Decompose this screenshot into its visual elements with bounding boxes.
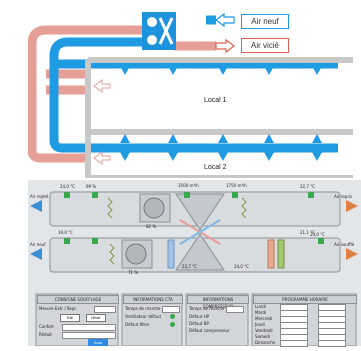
p2-title: INFORMATIONS CTA [123, 295, 183, 304]
supply-ducts [49, 15, 338, 153]
hiver-button[interactable]: Hiver [86, 314, 106, 322]
flow-top: 3500 m³/h [178, 183, 199, 188]
schedule-day-4: Vendredi [255, 328, 273, 333]
p1-title: CONSIGNE SOUFFLAGE [37, 295, 119, 304]
p4-title: PROGRAMME HORAIRE [253, 295, 357, 304]
schedule-day-2: Mercredi [255, 316, 273, 321]
temp-top-right: 22,7 °C [300, 184, 315, 189]
temp-bot-right: 24,0 °C [310, 232, 325, 237]
local2-label: Local 2 [204, 164, 227, 171]
label-air-neuf: Air neuf [30, 242, 46, 247]
temp-hx-right: 24,0 °C [234, 264, 249, 269]
temp-hx-left: 23,7 °C [182, 264, 197, 269]
temp-bot-left: 19,0 °C [58, 230, 73, 235]
p2-row1: Temps de marche [125, 306, 161, 311]
p3-row3: Défaut BP [189, 321, 209, 326]
fan-bot-pct: 71 % [128, 270, 139, 275]
schedule-day-6: Dimanche [255, 340, 276, 345]
fan-top-pct: 82 % [146, 224, 157, 229]
flow-top2: 1750 m³/h [226, 183, 247, 188]
p1-input1[interactable] [94, 306, 116, 313]
auto-toggle[interactable]: Auto [88, 339, 108, 346]
confort-input[interactable] [62, 324, 116, 331]
pct-small: 99 % [86, 184, 97, 189]
p1-row2: Confort [39, 324, 54, 329]
air-vicie-label: Air vicié [241, 38, 289, 53]
reduit-input[interactable] [62, 332, 116, 339]
schedule-day-3: Jeudi [255, 322, 265, 327]
local1-label: Local 1 [204, 97, 227, 104]
p3-row1: Temps de marche [189, 306, 225, 311]
air-vicie-arrow [215, 38, 235, 54]
p2-runtime [162, 306, 180, 313]
p3-runtime [226, 306, 244, 313]
p3-row2: Défaut HP [189, 314, 210, 319]
air-neuf-arrow [215, 12, 235, 28]
p2-row3: Défaut filtre [125, 322, 149, 327]
filter-fault-indicator [170, 322, 175, 327]
label-air-repris: Air repris [334, 194, 353, 199]
p3-row4: Défaut compresseur [189, 328, 230, 333]
label-air-rejete: Air rejeté [30, 194, 49, 199]
air-neuf-label: Air neuf [241, 14, 289, 29]
rooms [85, 57, 353, 181]
schedule-day-1: Mardi [255, 310, 267, 315]
ventilation-schematic: Air neuf Air vicié Local 1 Local 2 [27, 0, 361, 181]
label-air-souffle: Air soufflé [334, 242, 355, 247]
sensors [64, 192, 324, 244]
ete-button[interactable]: Eté [60, 314, 80, 322]
schedule-day-0: Lundi [255, 304, 266, 309]
ahu-scada-screen: 24,0 °C 99 % 3500 m³/h 1750 m³/h 22,7 °C… [28, 180, 361, 347]
p1-row1: Mesure Extr / Repr. [39, 306, 77, 311]
p1-row3: Réduit [39, 332, 52, 337]
schedule-day-5: Samedi [255, 334, 270, 339]
temp-mid-right: 21,1 °C [300, 230, 315, 235]
duct-diagram [27, 12, 353, 181]
filters [107, 197, 247, 265]
ahu-fans [147, 17, 174, 45]
fan-fault-indicator [170, 314, 175, 319]
p2-row2: Ventilateur défaut [125, 314, 162, 319]
temp-top-left: 24,0 °C [60, 184, 75, 189]
p3-title: INFORMATIONS COMPRESSEUR [187, 295, 249, 309]
diffusers [120, 66, 322, 161]
exhaust-arrows [93, 79, 111, 165]
